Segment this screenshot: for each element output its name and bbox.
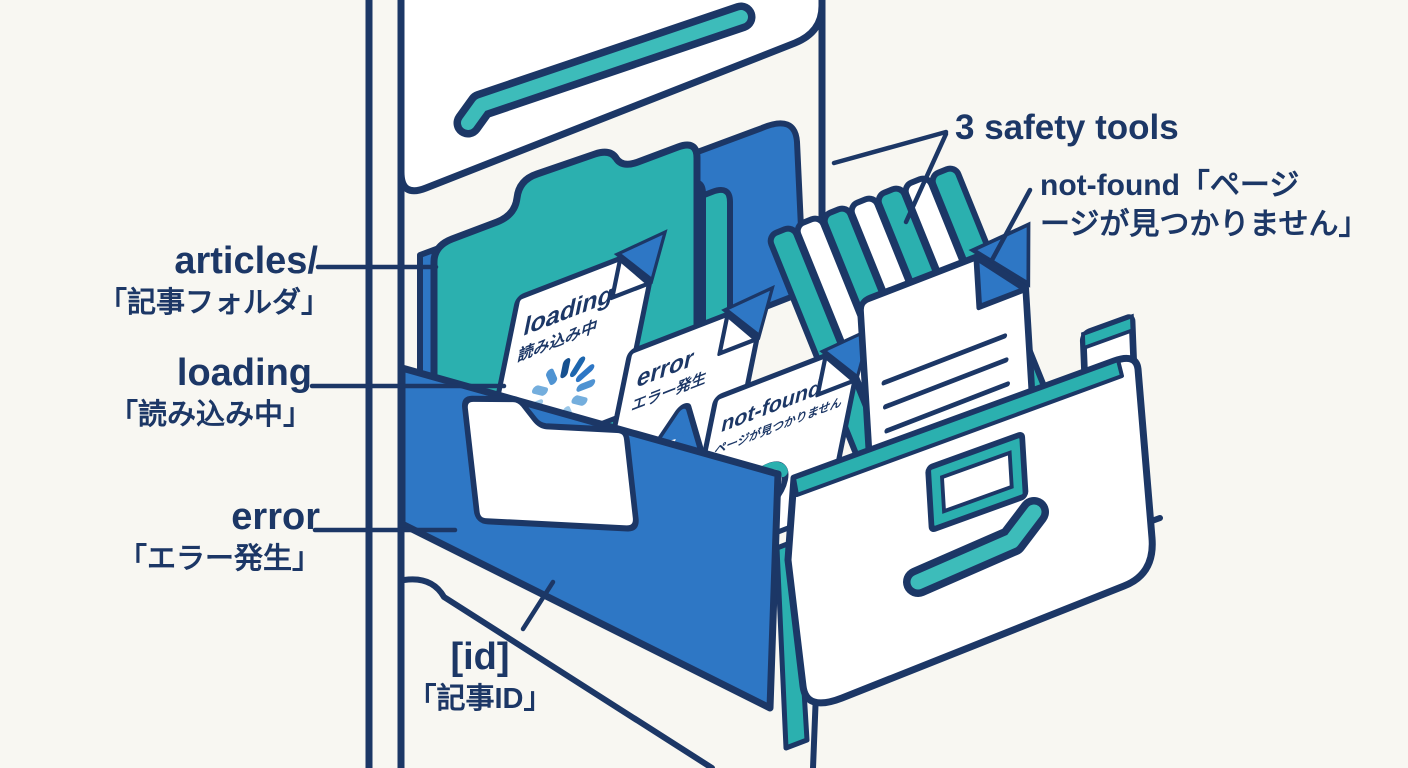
top-drawer-handle-icon [453, 2, 756, 138]
articles-annotation: articles/ 「記事フォルダ」 [98, 240, 331, 319]
safety-tools-text: 3 safety tools [955, 108, 1179, 147]
loading-name: loading [176, 352, 312, 394]
articles-name: articles/ [174, 240, 318, 282]
not-found-annotation: not-found「ページ ージが見つかりません」 [1040, 166, 1408, 244]
folder-icon [462, 395, 639, 532]
not-found-leader-line [989, 187, 1033, 263]
not-found-line1: not-found「ページ [1040, 169, 1300, 202]
error-name: error [231, 496, 320, 538]
lower-opening-edge [401, 576, 715, 768]
safety-tools-annotation: 3 safety tools [955, 108, 1179, 147]
drawer-handle-icon [903, 497, 1049, 597]
safety-leader-line-2 [903, 131, 949, 225]
id-leader-line [520, 579, 556, 632]
error-desc: 「エラー発生」 [118, 542, 322, 575]
label-holder [925, 431, 1029, 533]
leader-lines [309, 129, 1033, 632]
not-found-line2: ージが見つかりません」 [1040, 208, 1369, 241]
id-annotation: [id] 「記事ID」 [378, 636, 582, 715]
top-drawer [397, 0, 826, 195]
loading-desc: 「読み込み中」 [108, 398, 312, 431]
id-desc: 「記事ID」 [407, 682, 553, 715]
error-annotation: error 「エラー発生」 [118, 496, 322, 575]
id-name: [id] [450, 636, 510, 678]
loading-annotation: loading 「読み込み中」 [98, 352, 312, 431]
articles-desc: 「記事フォルダ」 [98, 286, 331, 319]
safety-leader-line-1 [831, 129, 949, 166]
drawer-front [784, 354, 1156, 707]
